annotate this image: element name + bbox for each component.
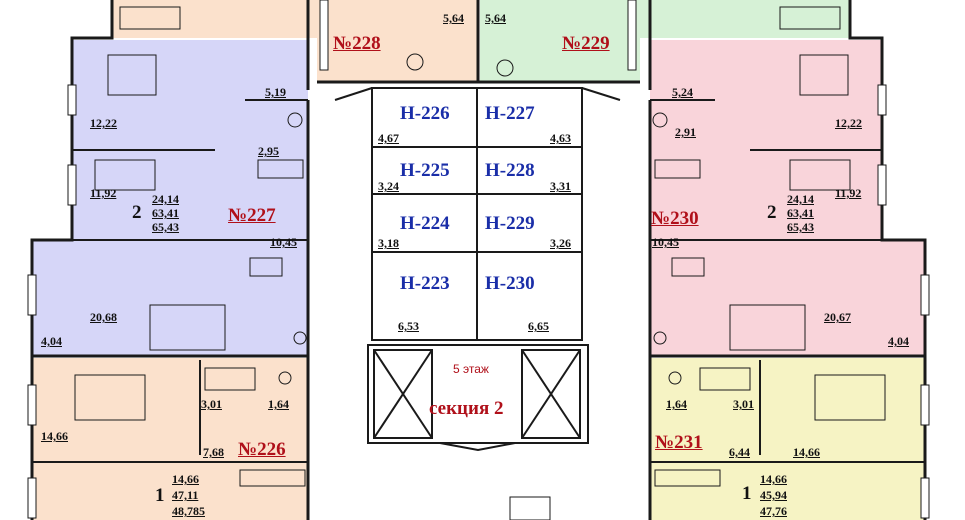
area-label: 3,01 bbox=[733, 397, 754, 411]
area-label: 20,68 bbox=[90, 310, 117, 324]
apt-226-fill bbox=[32, 358, 308, 520]
apt-227-fill-lower bbox=[32, 240, 308, 355]
storage-area: 6,53 bbox=[398, 319, 419, 333]
area-label: 2,91 bbox=[675, 125, 696, 139]
total-area: 24,14 bbox=[787, 192, 814, 206]
area-label: 6,44 bbox=[729, 445, 750, 459]
storage-area: 3,31 bbox=[550, 179, 571, 193]
windows bbox=[27, 0, 930, 519]
area-label: 5,19 bbox=[265, 85, 286, 99]
storage-area: 6,65 bbox=[528, 319, 549, 333]
storage-area: 3,18 bbox=[378, 236, 399, 250]
area-label: 20,67 bbox=[824, 310, 851, 324]
total-area: 48,785 bbox=[172, 504, 205, 518]
area-label: 14,66 bbox=[793, 445, 820, 459]
apt-228-fill-lower bbox=[317, 0, 477, 82]
area-label: 10,45 bbox=[652, 235, 679, 249]
elevator-core bbox=[367, 344, 589, 452]
total-area: 65,43 bbox=[787, 220, 814, 234]
storage-label: Н-225 bbox=[400, 160, 450, 181]
apt-number-230: №230 bbox=[651, 208, 699, 229]
apt-number-227: №227 bbox=[228, 205, 276, 226]
apt-number-229: №229 bbox=[562, 33, 610, 54]
area-label: 12,22 bbox=[90, 116, 117, 130]
area-label: 1,64 bbox=[666, 397, 687, 411]
furniture bbox=[74, 6, 886, 520]
total-area: 24,14 bbox=[152, 192, 179, 206]
storage-label: Н-227 bbox=[485, 103, 535, 124]
apt-229-fill-upper bbox=[640, 0, 850, 38]
area-label: 2,95 bbox=[258, 144, 279, 158]
area-label: 10,45 bbox=[270, 235, 297, 249]
area-label: 3,01 bbox=[201, 397, 222, 411]
floor-label: 5 этаж bbox=[453, 362, 489, 376]
storage-area: 3,26 bbox=[550, 236, 571, 250]
room-count: 2 bbox=[767, 202, 777, 223]
section-label: секция 2 bbox=[429, 398, 504, 419]
apt-230-fill-lower bbox=[650, 240, 925, 355]
apt-number-228: №228 bbox=[333, 33, 381, 54]
area-label: 5,64 bbox=[485, 11, 506, 25]
storage-area: 4,63 bbox=[550, 131, 571, 145]
storage-label: Н-229 bbox=[485, 213, 535, 234]
apt-228-fill bbox=[112, 0, 317, 38]
apt-number-231: №231 bbox=[655, 432, 703, 453]
area-label: 4,04 bbox=[888, 334, 909, 348]
corridor-wall-left bbox=[334, 87, 373, 101]
walls bbox=[30, 0, 927, 520]
area-label: 1,64 bbox=[268, 397, 289, 411]
corridor-wall-right bbox=[581, 87, 621, 101]
apt-229-fill bbox=[480, 0, 640, 82]
area-label: 5,64 bbox=[443, 11, 464, 25]
apt-230-fill bbox=[650, 40, 882, 240]
apt-231-fill bbox=[650, 358, 925, 520]
storage-area: 4,67 bbox=[378, 131, 399, 145]
total-area: 14,66 bbox=[172, 472, 199, 486]
storage-label: Н-223 bbox=[400, 273, 450, 294]
area-label: 14,66 bbox=[41, 429, 68, 443]
storage-label: Н-224 bbox=[400, 213, 450, 234]
apt-number-226: №226 bbox=[238, 439, 286, 460]
total-area: 63,41 bbox=[152, 206, 179, 220]
room-count: 2 bbox=[132, 202, 142, 223]
room-count: 1 bbox=[742, 483, 752, 504]
storage-label: Н-226 bbox=[400, 103, 450, 124]
total-area: 14,66 bbox=[760, 472, 787, 486]
storage-block bbox=[371, 87, 583, 341]
apt-227-fill bbox=[72, 40, 308, 240]
total-area: 47,11 bbox=[172, 488, 199, 502]
total-area: 45,94 bbox=[760, 488, 787, 502]
storage-area: 3,24 bbox=[378, 179, 399, 193]
total-area: 47,76 bbox=[760, 504, 787, 518]
area-label: 11,92 bbox=[835, 186, 862, 200]
area-label: 11,92 bbox=[90, 186, 117, 200]
total-area: 63,41 bbox=[787, 206, 814, 220]
room-count: 1 bbox=[155, 485, 165, 506]
area-label: 4,04 bbox=[41, 334, 62, 348]
area-label: 7,68 bbox=[203, 445, 224, 459]
area-label: 5,24 bbox=[672, 85, 693, 99]
storage-label: Н-228 bbox=[485, 160, 535, 181]
storage-label: Н-230 bbox=[485, 273, 535, 294]
total-area: 65,43 bbox=[152, 220, 179, 234]
area-label: 12,22 bbox=[835, 116, 862, 130]
